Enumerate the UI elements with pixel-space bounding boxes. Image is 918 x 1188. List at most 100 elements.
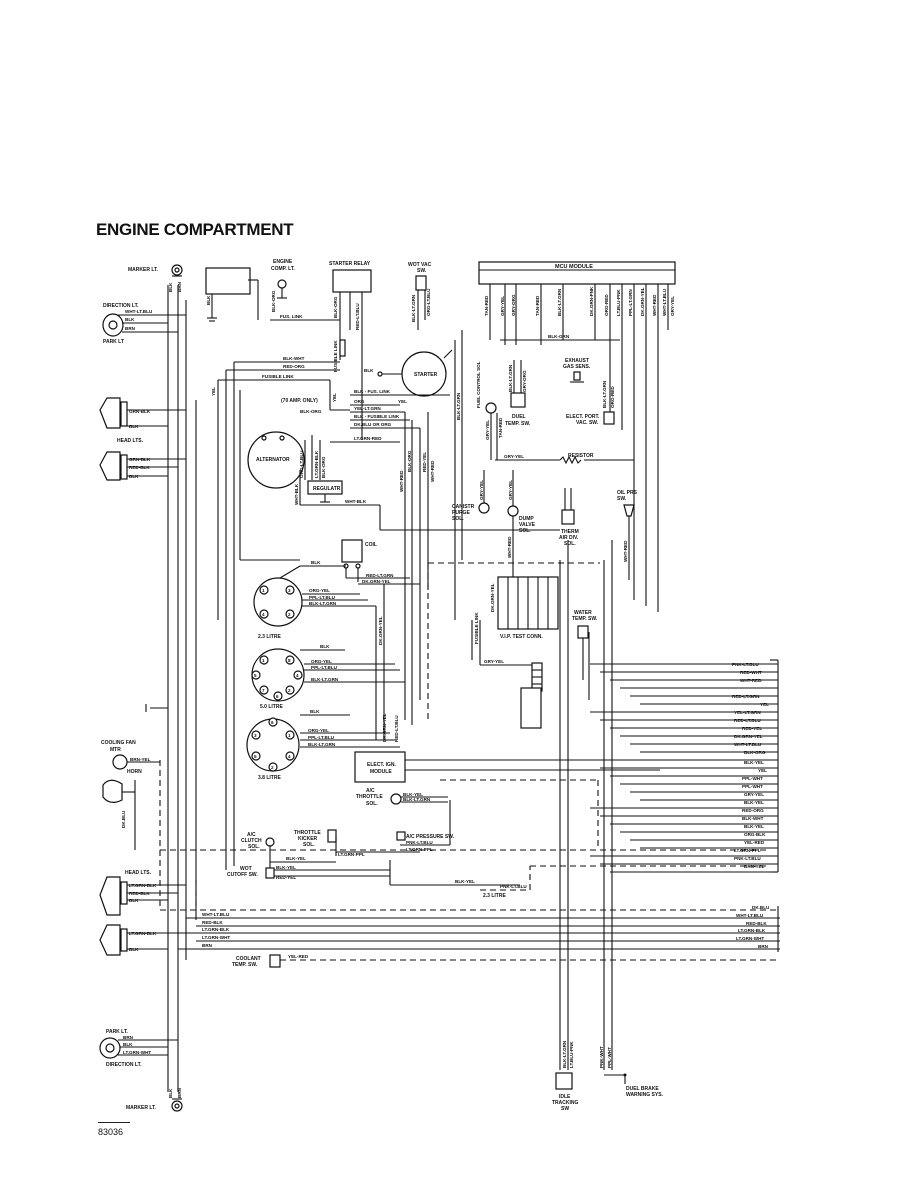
svg-text:WHT-LT.BLU: WHT-LT.BLU bbox=[125, 309, 153, 314]
svg-text:YEL-LT.GRN: YEL-LT.GRN bbox=[354, 406, 381, 411]
svg-text:DUMP: DUMP bbox=[519, 516, 534, 522]
svg-text:MTR: MTR bbox=[110, 747, 121, 753]
svg-text:GRN-BLK: GRN-BLK bbox=[129, 457, 151, 462]
svg-text:THERM: THERM bbox=[561, 529, 579, 535]
rc-bottom-label: RED-BLK bbox=[746, 921, 767, 926]
rc-label: BLK-WHT bbox=[742, 816, 764, 821]
rc-bottom-label: WHT-LT.BLU bbox=[736, 913, 764, 918]
svg-text:GRY-YEL: GRY-YEL bbox=[504, 454, 524, 459]
svg-text:SOL.: SOL. bbox=[519, 528, 531, 534]
svg-text:GRY-YEL: GRY-YEL bbox=[484, 659, 504, 664]
svg-text:STARTER: STARTER bbox=[414, 372, 438, 378]
svg-text:WOT VAC: WOT VAC bbox=[408, 262, 432, 268]
svg-text:4: 4 bbox=[262, 612, 265, 617]
marker-lt-bottom: MARKER LT. BLK BRN bbox=[126, 1087, 183, 1112]
right-connector-top-wires bbox=[590, 663, 778, 873]
svg-text:RED-LT.GRN: RED-LT.GRN bbox=[366, 573, 394, 578]
svg-text:GRY-YEL: GRY-YEL bbox=[485, 420, 490, 440]
rc-bottom-label: DK.BLU bbox=[752, 905, 770, 910]
svg-text:RED-BLK: RED-BLK bbox=[202, 920, 223, 925]
svg-text:GAS SENS.: GAS SENS. bbox=[563, 364, 591, 370]
head-lts-bottom: HEAD LTS. LT.GRN-BLK RED-BLK BLK LT.GRN-… bbox=[99, 870, 196, 956]
svg-text:A/C: A/C bbox=[247, 832, 256, 838]
engine-comp-lt: BLK ENGINE COMP. LT. BLK-ORG bbox=[205, 259, 295, 322]
svg-text:SW.: SW. bbox=[417, 268, 427, 274]
svg-text:GRY-YEL: GRY-YEL bbox=[670, 296, 675, 316]
svg-text:LT.GRN-WHT: LT.GRN-WHT bbox=[123, 1050, 151, 1055]
ac-pressure-sw: A/C PRESSURE SW. PNK-LT.BLU LT.GRN-PPL L… bbox=[270, 831, 455, 863]
svg-text:YEL: YEL bbox=[211, 387, 216, 396]
svg-text:GRY-ORG: GRY-ORG bbox=[511, 294, 516, 316]
distributor-3-8-litre: 6 3 1 5 4 2 3.8 LITRE ORG-YEL PPL-LT.BLU… bbox=[246, 709, 400, 781]
svg-text:CLUTCH: CLUTCH bbox=[241, 838, 262, 844]
svg-text:BRN-YEL: BRN-YEL bbox=[130, 757, 151, 762]
svg-text:3.8 LITRE: 3.8 LITRE bbox=[258, 775, 281, 781]
rc-label: PNK-LT.BLU bbox=[734, 856, 761, 861]
horn: HORN DK.BLU bbox=[102, 769, 142, 850]
svg-text:MCU MODULE: MCU MODULE bbox=[555, 264, 593, 270]
throttle-kicker-sol: THROTTLE KICKER SOL. bbox=[294, 829, 337, 856]
svg-text:V.I.P. TEST CONN.: V.I.P. TEST CONN. bbox=[500, 634, 543, 640]
duel-brake-warning: PNK-WHT PPL-WHT DUEL BRAKE WARNING SYS. bbox=[599, 540, 664, 1098]
svg-text:ALTERNATOR: ALTERNATOR bbox=[256, 457, 290, 463]
svg-text:7: 7 bbox=[262, 688, 265, 693]
svg-text:BLK: BLK bbox=[129, 947, 139, 952]
svg-text:2.3 LITRE: 2.3 LITRE bbox=[258, 634, 281, 640]
dump-valve-sol: GRY-YEL DUMP VALVE SOL. WHT-RED bbox=[507, 470, 536, 580]
svg-text:FUSIBLE LINK: FUSIBLE LINK bbox=[333, 340, 338, 372]
svg-text:WHT-BLK: WHT-BLK bbox=[294, 483, 299, 505]
svg-text:BLK: BLK bbox=[129, 424, 139, 429]
svg-text:BRN: BRN bbox=[123, 1035, 134, 1040]
svg-text:GRN-BLK: GRN-BLK bbox=[129, 409, 151, 414]
svg-text:YEL: YEL bbox=[398, 399, 407, 404]
svg-text:WOT: WOT bbox=[240, 866, 252, 872]
svg-text:BLK - FUS. LINK: BLK - FUS. LINK bbox=[354, 389, 391, 394]
wot-cutoff-sw: WOT CUTOFF SW. BLK-YEL RED-YEL bbox=[227, 865, 390, 880]
direction-park-lt-top: DIRECTION LT. WHT-LT.BLU BLK BRN PARK LT bbox=[102, 303, 186, 345]
bottom-bus: WHT-LT.BLU RED-BLK LT.GRN-BLK LT.GRN-WHT… bbox=[160, 909, 780, 950]
svg-text:BLK-ORG: BLK-ORG bbox=[300, 409, 322, 414]
elect-port-vac-sw: ELECT. PORT. VAC. SW. BLK-LT.GRN ORG-RED bbox=[566, 380, 615, 426]
idle-tracking-sw: BLK-LT.GRN LT.BLU-PNK IDLE TRACKING SW bbox=[552, 540, 578, 1112]
svg-text:4: 4 bbox=[288, 754, 291, 759]
svg-text:BRN: BRN bbox=[202, 943, 213, 948]
svg-text:WHT-BLK: WHT-BLK bbox=[345, 499, 367, 504]
svg-text:BLK-YEL: BLK-YEL bbox=[276, 865, 296, 870]
svg-text:3: 3 bbox=[288, 588, 291, 593]
svg-text:PPL-LT.BLU: PPL-LT.BLU bbox=[309, 595, 336, 600]
svg-text:5.0 LITRE: 5.0 LITRE bbox=[260, 704, 283, 710]
svg-text:BLK: BLK bbox=[168, 1088, 173, 1098]
svg-text:BLK-WHT: BLK-WHT bbox=[283, 356, 305, 361]
svg-text:LT.GRN-RED: LT.GRN-RED bbox=[354, 436, 382, 441]
svg-text:BLK-ORG: BLK-ORG bbox=[321, 456, 326, 478]
svg-text:LT.GRN-BLK: LT.GRN-BLK bbox=[129, 931, 157, 936]
rc-label: YEL-RED bbox=[744, 840, 765, 845]
misc-links bbox=[239, 390, 659, 885]
svg-text:BLK - FUSIBLE LINK: BLK - FUSIBLE LINK bbox=[354, 414, 400, 419]
svg-text:SOL.: SOL. bbox=[248, 844, 260, 850]
svg-text:TAN-RED: TAN-RED bbox=[535, 295, 540, 316]
svg-text:ORG: ORG bbox=[354, 399, 365, 404]
svg-text:COIL: COIL bbox=[365, 542, 377, 548]
svg-text:LT.GRN-WHT: LT.GRN-WHT bbox=[202, 935, 230, 940]
svg-text:PURGE: PURGE bbox=[452, 510, 470, 516]
svg-text:DK.GRN-YEL: DK.GRN-YEL bbox=[490, 583, 495, 612]
coil: COIL BLK RED-LT.GRN DK.GRN-YEL bbox=[300, 539, 420, 585]
ac-throttle-sol: A/C THROTTLE SOL. BLK-YEL BLK-LT.GRN bbox=[356, 788, 448, 807]
svg-text:BLK: BLK bbox=[206, 295, 211, 305]
svg-text:SOL.: SOL. bbox=[564, 541, 576, 547]
svg-text:PNK-LT.BLU: PNK-LT.BLU bbox=[406, 840, 433, 845]
svg-text:5: 5 bbox=[254, 673, 257, 678]
svg-text:STARTER RELAY: STARTER RELAY bbox=[329, 261, 371, 267]
svg-text:HORN: HORN bbox=[127, 769, 142, 775]
svg-text:BLK: BLK bbox=[311, 560, 321, 565]
starter: STARTER BLK bbox=[364, 349, 453, 397]
svg-text:BLK: BLK bbox=[129, 474, 139, 479]
svg-text:BRN: BRN bbox=[125, 326, 136, 331]
svg-text:ELECT. IGN.: ELECT. IGN. bbox=[367, 762, 397, 768]
svg-text:6: 6 bbox=[276, 694, 279, 699]
svg-text:RED-YEL: RED-YEL bbox=[276, 875, 296, 880]
svg-text:DK.BLU: DK.BLU bbox=[121, 810, 126, 828]
svg-text:ELECT. PORT.: ELECT. PORT. bbox=[566, 414, 600, 420]
svg-text:TEMP. SW.: TEMP. SW. bbox=[232, 962, 258, 968]
